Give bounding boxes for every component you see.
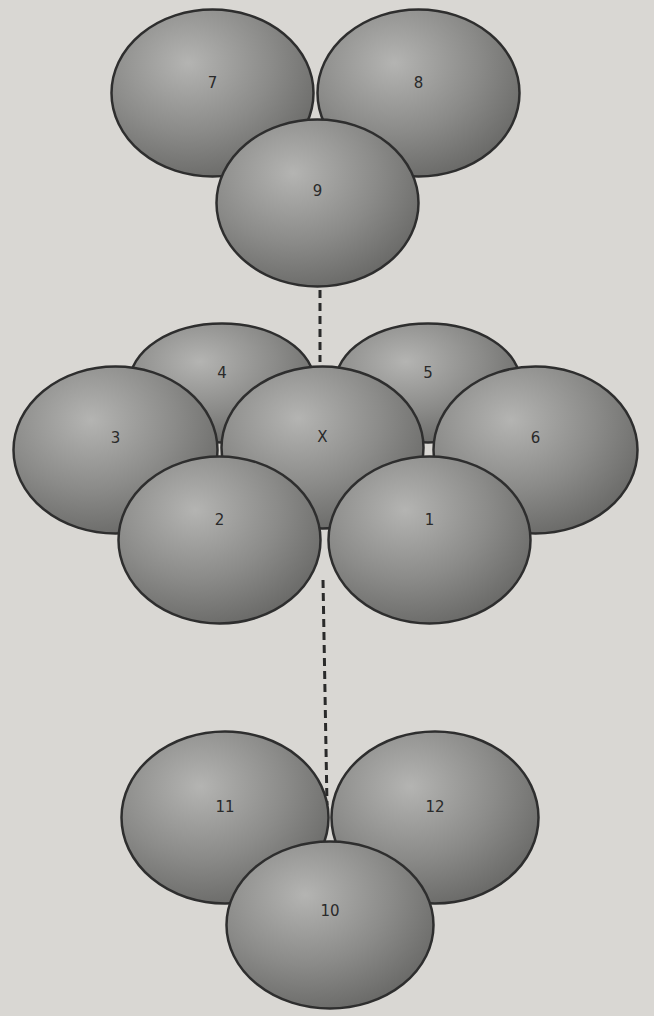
sphere-shape [117, 455, 322, 625]
sphere-number: 2 [215, 512, 225, 529]
sphere: 10 [225, 840, 435, 1010]
sphere-number: 9 [313, 183, 323, 200]
sphere-shape [215, 118, 420, 288]
sphere-number: 3 [111, 430, 121, 447]
sphere-shape [327, 455, 532, 625]
sphere-number: 10 [320, 903, 339, 920]
sphere: 9 [215, 118, 420, 288]
sphere-number: 4 [217, 365, 227, 382]
dashed-axis [319, 290, 322, 362]
sphere-number: 8 [414, 75, 424, 92]
sphere: 2 [117, 455, 322, 625]
sphere-number: 11 [215, 799, 234, 816]
sphere: 1 [327, 455, 532, 625]
sphere-number: 5 [423, 365, 433, 382]
sphere-number: X [317, 429, 327, 446]
sphere-number: 1 [425, 512, 435, 529]
sphere-shape [225, 840, 435, 1010]
sphere-number: 6 [531, 430, 541, 447]
sphere-number: 12 [425, 799, 444, 816]
sphere-number: 7 [208, 75, 218, 92]
dashed-axis [323, 580, 327, 805]
